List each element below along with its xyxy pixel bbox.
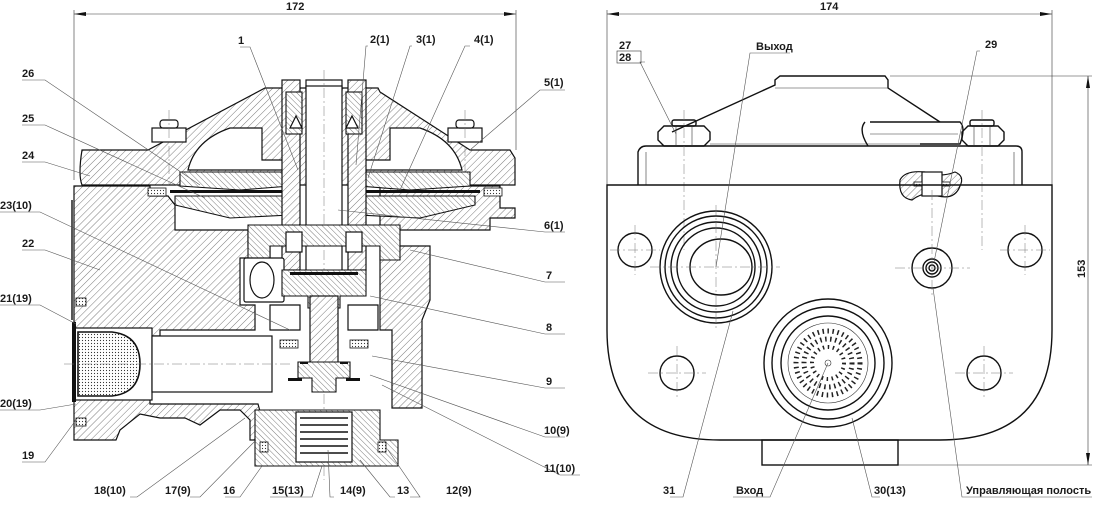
valve-mechanism (269, 295, 379, 393)
section-view: 172 (0, 1, 580, 498)
diaphragm-assembly (147, 171, 503, 219)
front-view: 174 153 (606, 1, 1092, 498)
body-plate (606, 184, 1053, 441)
bolt-right (447, 110, 483, 185)
callout-28-box (616, 50, 642, 64)
callout-18: 18(10) (94, 485, 126, 497)
label-control-cavity: Управляющая полость (966, 485, 1091, 497)
callout-24: 24 (22, 150, 35, 162)
callout-23: 23(10) (0, 200, 32, 212)
callout-22: 22 (22, 238, 34, 250)
callout-15: 15(13) (272, 485, 304, 497)
callout-10: 10(9) (544, 425, 570, 437)
seal-ring (377, 441, 387, 453)
leader-lines (0, 45, 580, 498)
bottom-boss (761, 439, 899, 466)
callout-2: 2(1) (370, 34, 390, 46)
label-inlet: Вход (736, 485, 763, 497)
callout-8: 8 (546, 322, 552, 334)
callout-25: 25 (22, 113, 34, 125)
label-outlet: Выход (756, 41, 793, 53)
middle-housing (243, 224, 401, 309)
cover-dome (671, 75, 941, 133)
callout-19: 19 (22, 450, 34, 462)
bolt-27 (657, 110, 711, 250)
callout-14: 14(9) (340, 485, 366, 497)
seal-ring (75, 417, 87, 427)
callout-5: 5(1) (544, 77, 564, 89)
front-leader-lines (639, 50, 1092, 498)
inlet-port (763, 298, 893, 428)
dimension-label: 172 (286, 1, 304, 13)
callout-26: 26 (22, 68, 34, 80)
outlet-port (650, 205, 780, 330)
seal-ring (259, 441, 269, 453)
callout-28: 28 (619, 52, 631, 64)
callout-3: 3(1) (416, 34, 436, 46)
bolt-right (961, 110, 1005, 250)
spring (295, 411, 353, 463)
callout-20: 20(19) (0, 398, 32, 410)
callout-1: 1 (238, 35, 244, 47)
mounting-holes (610, 225, 1050, 400)
inlet-filter (64, 322, 290, 402)
callout-7: 7 (546, 270, 552, 282)
callout-31: 31 (663, 485, 675, 497)
callout-13: 13 (397, 485, 409, 497)
callout-21: 21(19) (0, 293, 32, 305)
cover-flange (637, 145, 1023, 185)
callout-11: 11(10) (544, 463, 576, 475)
callout-6: 6(1) (544, 220, 564, 232)
callout-17: 17(9) (165, 485, 191, 497)
seal-ring (75, 297, 87, 307)
dimension-height-153: 153 (890, 75, 1092, 466)
dimension-width-172: 172 (73, 1, 517, 180)
callout-27: 27 (619, 40, 631, 52)
callout-9: 9 (546, 376, 552, 388)
callout-16: 16 (223, 485, 235, 497)
dimension-width-174: 174 (606, 1, 1053, 185)
callout-29: 29 (985, 39, 997, 51)
callout-12: 12(9) (446, 485, 472, 497)
callout-30: 30(13) (874, 485, 906, 497)
control-port (895, 190, 970, 295)
dimension-label: 174 (820, 1, 839, 13)
dimension-label: 153 (1076, 260, 1088, 278)
callout-4: 4(1) (474, 34, 494, 46)
broken-out-section (899, 171, 963, 201)
bolt-left (151, 110, 187, 185)
